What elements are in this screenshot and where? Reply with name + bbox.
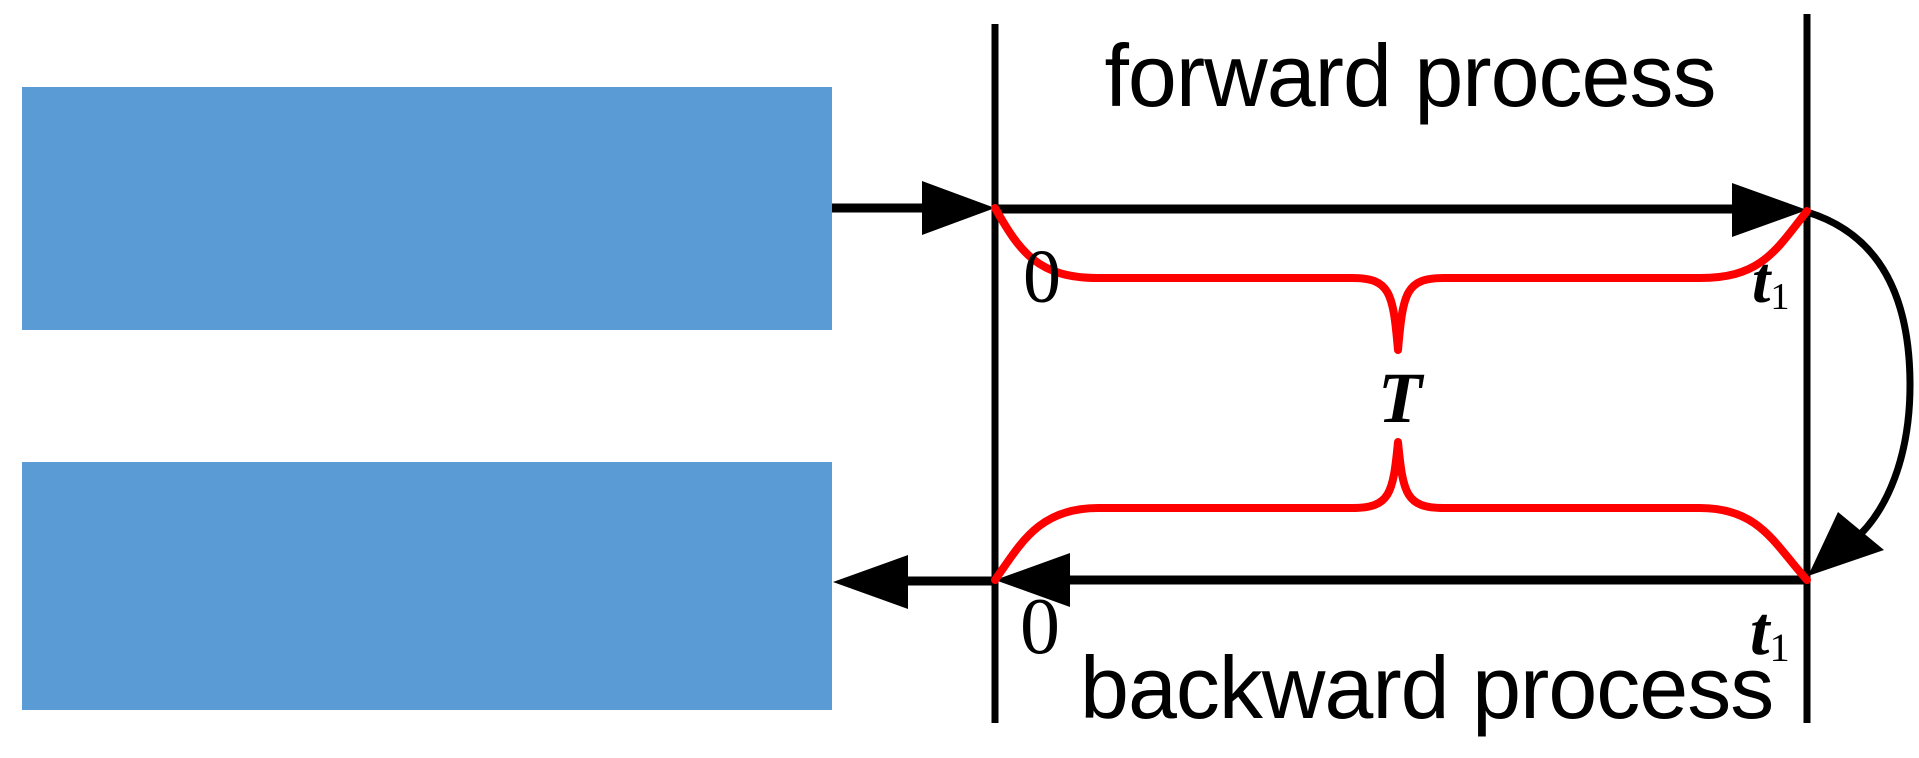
backward-end-label: t1: [1750, 592, 1790, 672]
interval-label: T: [1378, 358, 1422, 438]
forward-start-label: 0: [1023, 235, 1061, 319]
output-arrowhead-icon: [833, 555, 908, 609]
backward-end-label-t: t: [1750, 593, 1770, 670]
forward-end-label-t: t: [1752, 244, 1771, 317]
forward-arrowhead-icon: [1732, 183, 1807, 237]
forward-process-title: forward process: [1104, 26, 1716, 125]
backward-start-label: 0: [1020, 583, 1060, 671]
backward-interval-brace: [991, 438, 1811, 584]
backward-arrow: [995, 553, 1807, 607]
forward-interval-brace: [991, 204, 1811, 354]
loop-arrowhead-icon: [1808, 512, 1884, 576]
forward-end-label: t1: [1752, 243, 1789, 319]
backward-end-label-sub: 1: [1769, 625, 1790, 671]
forward-end-label-sub: 1: [1770, 275, 1790, 318]
loop-arrow: [1805, 208, 1914, 576]
forward-arrow: [995, 183, 1807, 237]
output-arrow: [833, 555, 995, 609]
input-arrow: [832, 181, 995, 235]
backward-arrowhead-icon: [995, 553, 1070, 607]
input-arrowhead-icon: [922, 181, 995, 235]
backward-process-title: backward process: [1080, 638, 1774, 737]
output-block: [22, 462, 832, 710]
input-block: [22, 87, 832, 330]
